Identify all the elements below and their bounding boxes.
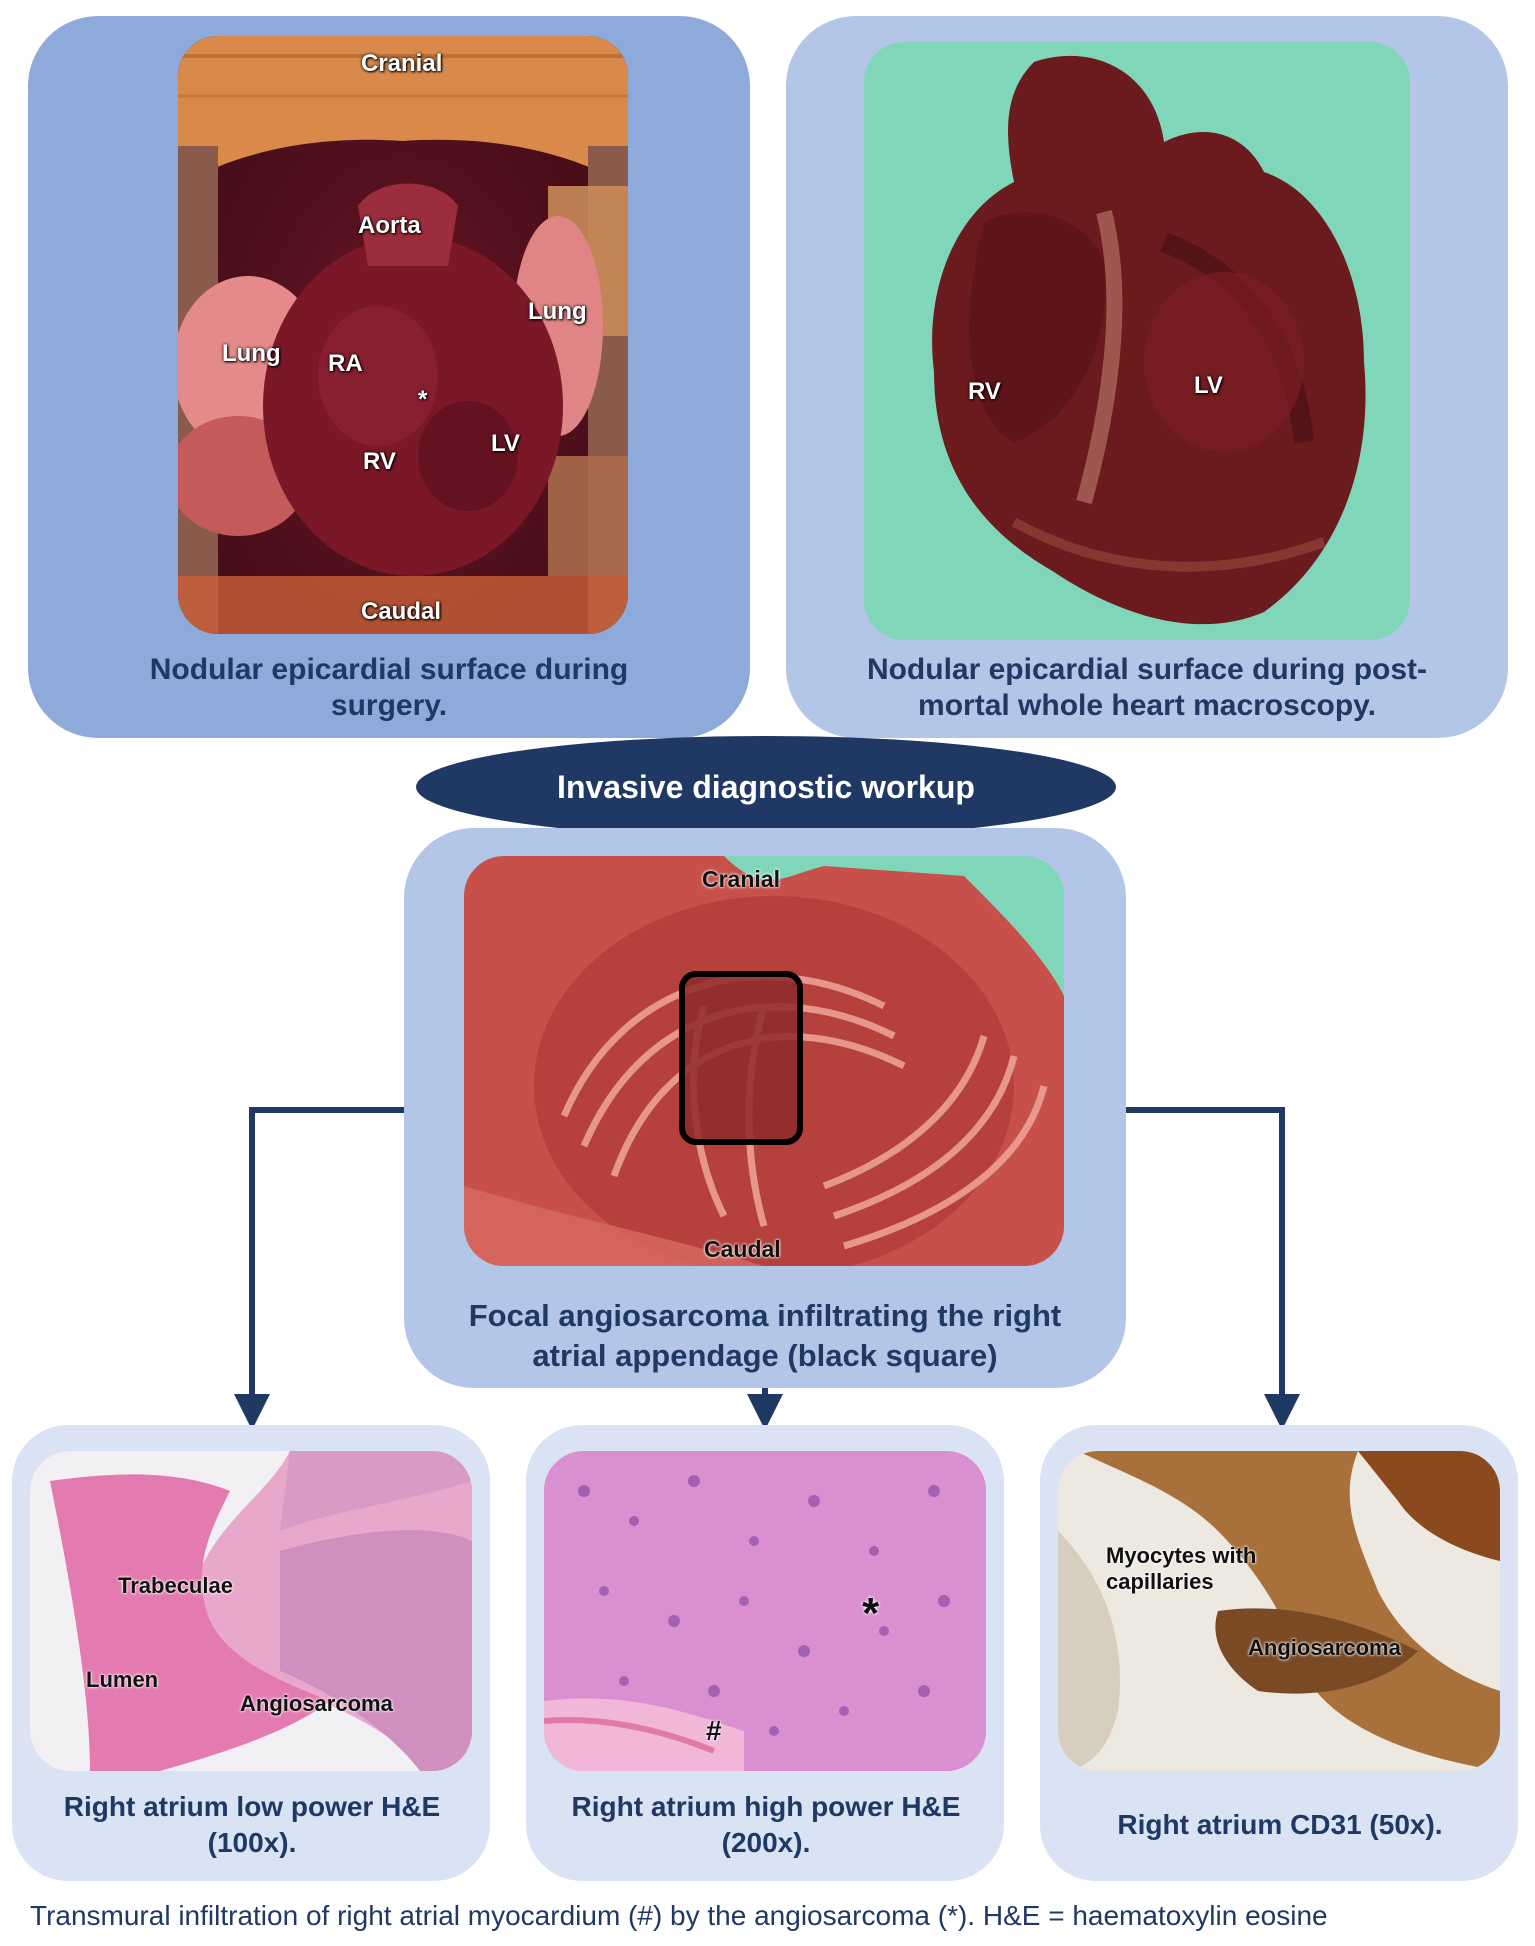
low-power-panel: Trabeculae Lumen Angiosarcoma Right atri… (12, 1425, 490, 1881)
label-hash: # (706, 1715, 722, 1746)
appendage-photo: Cranial Caudal (464, 856, 1064, 1266)
high-power-photo: * # (544, 1451, 986, 1771)
label-lumen: Lumen (86, 1667, 159, 1692)
surgery-caption: Nodular epicardial surface during surger… (149, 653, 629, 722)
label-myocytes: Myocytes with capillaries (1106, 1543, 1257, 1594)
label-star: * (418, 386, 428, 413)
label-cranial: Cranial (702, 866, 780, 892)
label-aorta: Aorta (358, 212, 421, 239)
postmortem-panel: RV LV Nodular epicardial surface during … (786, 16, 1508, 738)
black-square (679, 971, 803, 1145)
low-power-photo: Trabeculae Lumen Angiosarcoma (30, 1451, 472, 1771)
label-angiosarcoma: Angiosarcoma (1248, 1635, 1401, 1660)
label-trabeculae: Trabeculae (118, 1573, 233, 1598)
footnote: Transmural infiltration of right atrial … (30, 1900, 1328, 1931)
postmortem-illustration (932, 55, 1366, 625)
appendage-illustration (464, 856, 1064, 1266)
arrow-left (234, 1107, 404, 1430)
label-angiosarcoma: Angiosarcoma (240, 1691, 393, 1716)
postmortem-caption: Nodular epicardial surface during post-m… (866, 653, 1428, 722)
cd31-caption: Right atrium CD31 (50x). (1117, 1809, 1443, 1840)
low-power-caption: Right atrium low power H&E (100x). (63, 1791, 441, 1858)
label-lung-left: Lung (222, 340, 281, 367)
label-lv: LV (1194, 372, 1223, 399)
appendage-caption: Focal angiosarcoma infiltrating the righ… (468, 1298, 1062, 1373)
high-power-illustration (544, 1451, 986, 1771)
postmortem-photo: RV LV (864, 42, 1410, 640)
high-power-panel: * # Right atrium high power H&E (200x). (526, 1425, 1004, 1881)
label-caudal: Caudal (361, 598, 442, 625)
surgery-illustration (178, 36, 628, 634)
high-power-caption: Right atrium high power H&E (200x). (571, 1791, 961, 1858)
cd31-panel: Myocytes with capillaries Angiosarcoma R… (1040, 1425, 1518, 1881)
label-caudal: Caudal (704, 1236, 781, 1262)
label-star: * (862, 1589, 880, 1638)
low-power-illustration (30, 1451, 472, 1771)
surgery-photo: Cranial Aorta Lung Lung RA * RV LV Cauda… (178, 36, 628, 634)
arrow-right (1126, 1107, 1300, 1430)
label-lv: LV (491, 430, 520, 457)
label-lung-right: Lung (528, 298, 587, 325)
label-rv: RV (363, 448, 396, 475)
workup-title: Invasive diagnostic workup (416, 736, 1116, 838)
appendage-panel: Cranial Caudal Focal angiosarcoma infilt… (404, 828, 1126, 1388)
cd31-photo: Myocytes with capillaries Angiosarcoma (1058, 1451, 1500, 1771)
cd31-illustration (1058, 1451, 1500, 1771)
surgery-panel: Cranial Aorta Lung Lung RA * RV LV Cauda… (28, 16, 750, 738)
label-cranial: Cranial (361, 50, 443, 77)
label-ra: RA (328, 350, 363, 377)
label-rv: RV (968, 378, 1001, 405)
